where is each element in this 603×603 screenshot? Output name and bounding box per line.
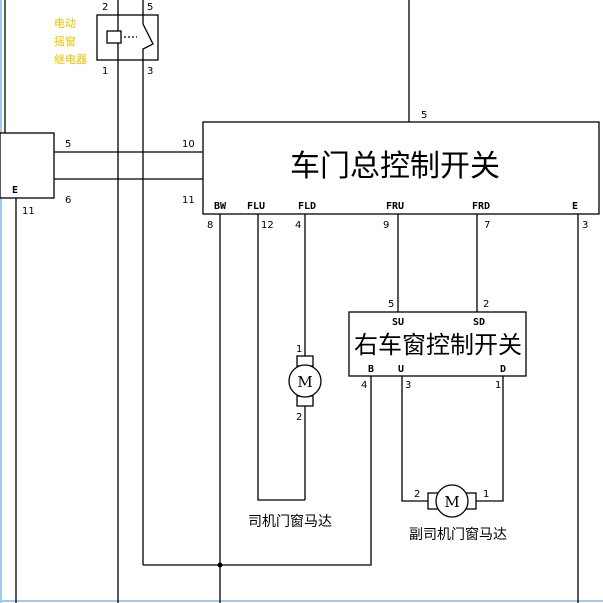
left-connector-ground-label: E [12, 185, 18, 196]
relay-label-line-1: 电动 [54, 17, 76, 30]
right-switch-box [348, 311, 527, 377]
wire-pin-5-top: 5 [421, 110, 427, 121]
main-terminal-frd: FRD [472, 201, 490, 212]
main-pin-9: 9 [383, 220, 389, 231]
main-terminal-bw: BW [214, 201, 227, 212]
relay-coil [106, 30, 122, 44]
driver-window-motor: M 1 2 司机门窗马达 [248, 344, 332, 530]
driver-motor-symbol: M [297, 373, 312, 391]
right-terminal-sd: SD [473, 317, 485, 328]
main-terminal-fld: FLD [298, 201, 316, 212]
wire-pin-6: 6 [65, 195, 71, 206]
main-terminal-fru: FRU [386, 201, 404, 212]
main-pin-3: 3 [582, 220, 588, 231]
main-switch-title: 车门总控制开关 [290, 149, 500, 184]
right-pin-3: 3 [405, 380, 411, 391]
relay-label-line-2: 摇窗 [54, 34, 76, 48]
right-pin-4: 4 [361, 380, 367, 391]
relay-pin-1: 1 [102, 66, 108, 77]
passenger-motor-body [435, 484, 469, 518]
wire-right-u [401, 376, 428, 502]
driver-motor-pin-2: 2 [296, 412, 302, 423]
main-pin-8: 8 [207, 220, 213, 231]
driver-motor-body [288, 364, 322, 398]
wire-flu [257, 214, 305, 501]
right-pin-5: 5 [388, 299, 394, 310]
left-connector: E 11 [0, 0, 55, 603]
main-switch-box [202, 121, 600, 215]
relay-pin-3: 3 [147, 66, 153, 77]
right-window-switch: 右车窗控制开关 SU SD B U D 5 2 4 3 1 [348, 299, 527, 391]
relay-pin-5: 5 [147, 2, 153, 13]
main-door-switch: 车门总控制开关 BW FLU FLD FRU FRD E 8 12 4 9 7 … [202, 121, 600, 231]
left-connector-pin-11: 11 [22, 206, 35, 217]
left-connector-box [0, 132, 55, 199]
wire-pin-10: 10 [182, 139, 195, 150]
relay: 2 5 1 3 电动 摇窗 继电器 [54, 0, 159, 77]
relay-box [96, 14, 159, 61]
wire-pin-5-left: 5 [65, 139, 71, 150]
relay-pin-2: 2 [102, 2, 108, 13]
relay-label-line-3: 继电器 [54, 53, 87, 66]
main-pin-12: 12 [261, 220, 274, 231]
driver-motor-pin-1: 1 [296, 344, 302, 355]
right-pin-1: 1 [495, 380, 501, 391]
wire-bottom-bus [143, 376, 372, 566]
passenger-motor-pin-1: 1 [483, 489, 489, 500]
right-switch-title: 右车窗控制开关 [354, 331, 522, 359]
relay-contact [142, 15, 154, 60]
main-pin-7: 7 [484, 220, 490, 231]
wire-pin-11-right: 11 [182, 195, 195, 206]
right-terminal-b: B [368, 364, 374, 375]
right-pin-2: 2 [483, 299, 489, 310]
right-terminal-u: U [398, 364, 404, 375]
right-terminal-su: SU [392, 317, 404, 328]
driver-motor-caption: 司机门窗马达 [248, 513, 332, 530]
main-pin-4: 4 [295, 220, 301, 231]
passenger-motor-symbol: M [444, 493, 459, 511]
wire-right-d [476, 376, 504, 502]
right-terminal-d: D [500, 364, 506, 375]
passenger-motor-caption: 副司机门窗马达 [409, 526, 507, 543]
passenger-window-motor: M 2 1 副司机门窗马达 [409, 484, 507, 543]
passenger-motor-pin-2: 2 [414, 489, 420, 500]
main-terminal-e: E [572, 201, 578, 212]
junction-dot [217, 562, 223, 568]
main-terminal-flu: FLU [247, 201, 265, 212]
